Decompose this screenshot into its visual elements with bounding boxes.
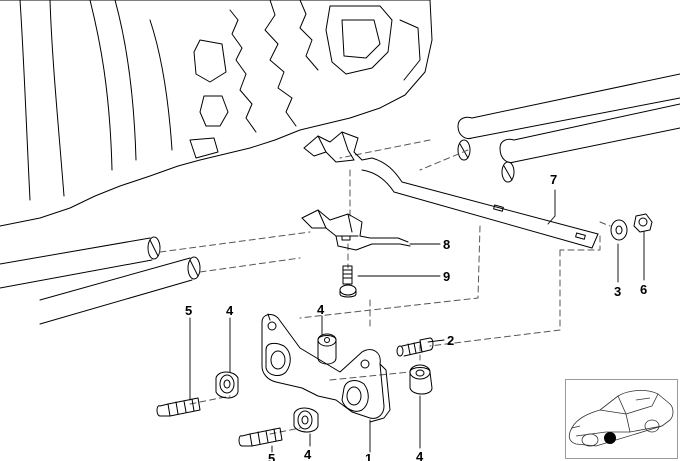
car-location-icon [568,390,674,447]
part-7-hanger-strap [303,131,599,249]
part-6-nut [633,213,653,233]
callout-4-right: 4 [416,449,424,461]
vehicle-location-thumbnail[interactable] [565,379,678,459]
transmission-housing [0,0,433,227]
part-3-washer [610,219,628,241]
callout-4-left: 4 [226,303,234,318]
exhaust-pipes-rear [457,73,680,183]
callout-1: 1 [365,451,373,461]
exhaust-pipes-front [0,236,201,325]
part-2-bolt [396,337,434,357]
callout-6: 6 [640,282,648,297]
alignment-lines [159,139,611,435]
part-9-bolt [339,265,357,298]
location-marker-icon [604,432,616,444]
callout-4-upper: 4 [317,302,325,317]
part-4-mounts [215,333,433,433]
callout-7: 7 [550,172,558,187]
callout-5-lower: 5 [268,451,276,461]
part-1-mounting-plate [261,313,391,423]
callout-8: 8 [443,237,451,252]
callout-leaders [189,189,645,453]
callout-2: 2 [447,333,455,348]
callout-3: 3 [614,284,622,299]
callout-5-upper: 5 [185,303,193,318]
part-8-clamp-bracket [301,209,411,251]
part-5-bolts [156,397,283,447]
callout-4-lower: 4 [304,447,312,461]
callout-9: 9 [443,269,451,284]
